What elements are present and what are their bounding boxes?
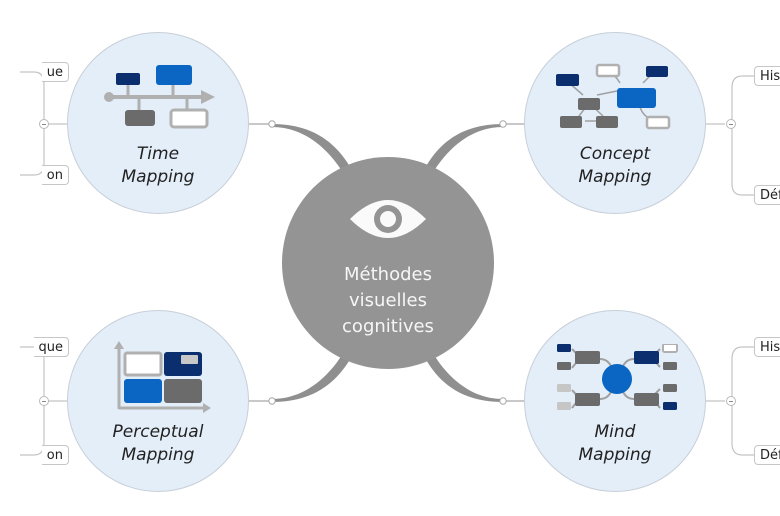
topic-label: Concept Mapping xyxy=(525,143,705,189)
timeline-icon xyxy=(104,65,215,129)
leaf-concept-mapping-2[interactable]: Défi xyxy=(754,185,780,205)
central-topic-title: Méthodes visuelles cognitives xyxy=(282,262,494,340)
topic-perceptual-mapping[interactable]: Perceptual Mapping xyxy=(67,310,249,492)
collapse-toggle-time-mapping[interactable] xyxy=(39,119,49,129)
topic-time-mapping[interactable]: Time Mapping xyxy=(67,32,249,214)
topic-concept-mapping[interactable]: Concept Mapping xyxy=(524,32,706,214)
topic-label-line: Time xyxy=(136,144,180,164)
topic-label-line: Mapping xyxy=(578,167,652,187)
central-title-line: cognitives xyxy=(342,316,434,337)
central-topic[interactable]: Méthodes visuelles cognitives xyxy=(282,157,494,369)
leaf-mind-mapping-1[interactable]: Hist xyxy=(754,337,780,357)
leaf-time-mapping-2[interactable]: on xyxy=(41,165,69,185)
collapse-toggle-mind-mapping[interactable] xyxy=(726,396,736,406)
eye-icon xyxy=(350,200,426,238)
branch-mind-mapping xyxy=(424,350,503,402)
topic-label-line: Mind xyxy=(594,422,636,442)
leaf-mind-mapping-2[interactable]: Déf xyxy=(754,445,780,465)
leaf-concept-mapping-1[interactable]: Hist xyxy=(754,66,780,86)
central-title-line: visuelles xyxy=(349,290,427,311)
topic-label-line: Perceptual xyxy=(112,422,204,442)
mind-map-icon xyxy=(557,344,678,410)
central-title-line: Méthodes xyxy=(344,264,432,285)
concept-map-icon xyxy=(556,63,671,130)
topic-label-line: Concept xyxy=(579,144,651,164)
leaf-time-mapping-1[interactable]: ue xyxy=(41,62,69,82)
branch-node-dot xyxy=(268,397,276,405)
topic-label: Perceptual Mapping xyxy=(68,421,248,467)
topic-label-line: Mapping xyxy=(121,167,195,187)
topic-label: Time Mapping xyxy=(68,143,248,189)
topic-label: Mind Mapping xyxy=(525,421,705,467)
leaf-connectors-concept-mapping xyxy=(705,75,755,196)
topic-mind-mapping[interactable]: Mind Mapping xyxy=(524,310,706,492)
perceptual-map-icon xyxy=(114,341,211,413)
branch-node-dot xyxy=(268,120,276,128)
collapse-toggle-concept-mapping[interactable] xyxy=(726,119,736,129)
topic-label-line: Mapping xyxy=(121,445,195,465)
collapse-toggle-perceptual-mapping[interactable] xyxy=(39,396,49,406)
leaf-perceptual-mapping-2[interactable]: on xyxy=(41,445,69,465)
branch-node-dot xyxy=(499,120,507,128)
topic-label-line: Mapping xyxy=(578,445,652,465)
leaf-perceptual-mapping-1[interactable]: que xyxy=(33,337,69,357)
branch-node-dot xyxy=(499,397,507,405)
